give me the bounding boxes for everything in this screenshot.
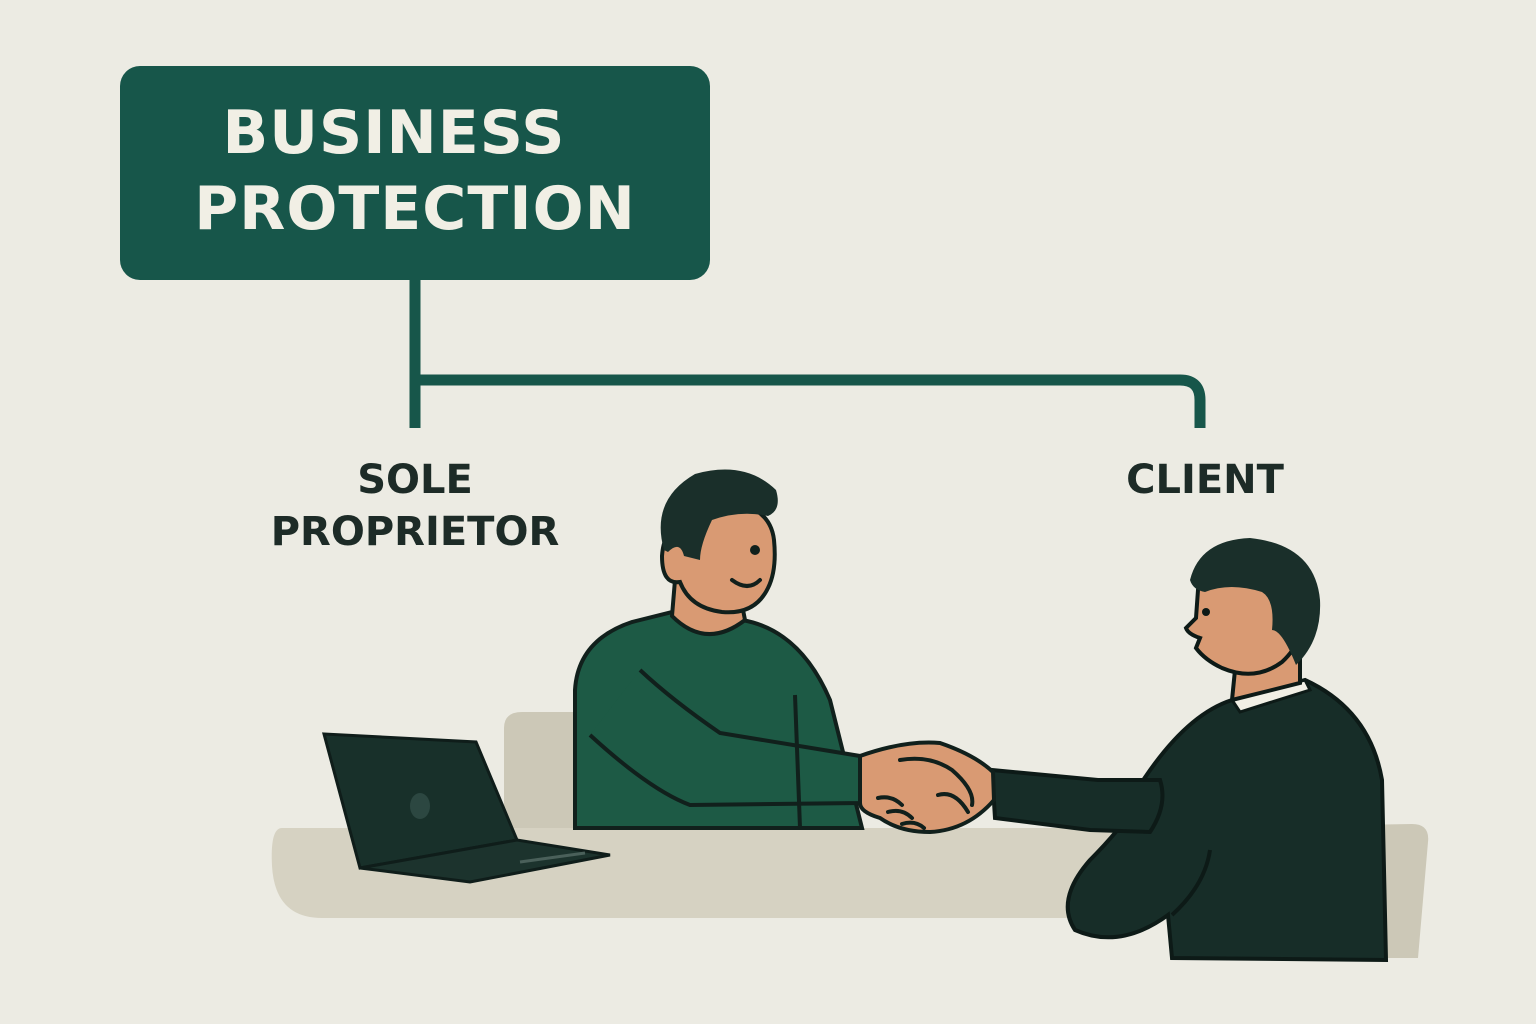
client-label: CLIENT <box>1126 457 1284 503</box>
sole-proprietor-label-line-1: SOLE <box>357 457 473 503</box>
left-chair <box>504 712 585 835</box>
sole-proprietor-hair <box>660 469 778 560</box>
sole-proprietor-label: SOLE PROPRIETOR <box>250 454 580 558</box>
title-line-1: BUSINESS <box>222 98 566 168</box>
connector-lines <box>409 280 1206 428</box>
business-protection-title-box: BUSINESS PROTECTION <box>120 66 710 280</box>
sole-proprietor-label-line-2: PROPRIETOR <box>270 509 560 555</box>
title-line-2: PROTECTION <box>194 174 636 244</box>
client-figure <box>989 538 1389 963</box>
sole-proprietor-figure <box>573 469 865 830</box>
laptop-icon <box>322 732 611 884</box>
connector-right-branch <box>415 374 1206 428</box>
client-hair <box>1190 538 1321 665</box>
client-arm <box>989 767 1165 835</box>
handshake-icon <box>858 740 997 835</box>
